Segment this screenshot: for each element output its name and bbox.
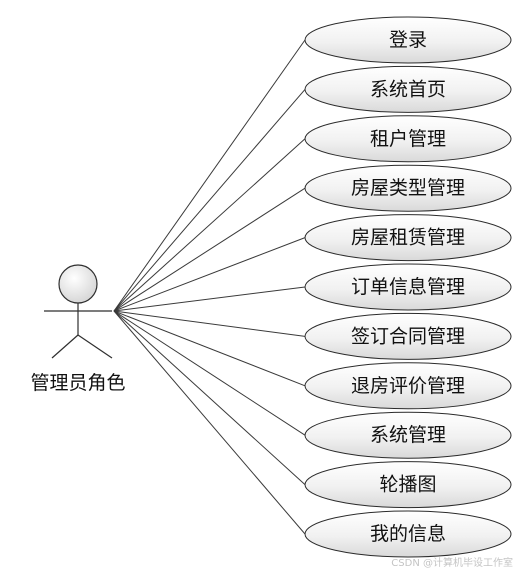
use-case: 系统首页 bbox=[304, 65, 512, 113]
use-case-ellipse bbox=[304, 312, 512, 360]
actor-label: 管理员角色 bbox=[30, 372, 125, 394]
use-case-ellipse bbox=[304, 115, 512, 163]
use-case-label: 签订合同管理 bbox=[351, 325, 465, 347]
use-case: 退房评价管理 bbox=[304, 362, 512, 410]
association-line bbox=[113, 310, 306, 337]
actor-figure: 管理员角色 bbox=[30, 264, 126, 394]
use-case-label: 房屋类型管理 bbox=[351, 177, 465, 199]
use-case-label: 订单信息管理 bbox=[351, 276, 465, 298]
use-case-list: 登录系统首页租户管理房屋类型管理房屋租赁管理订单信息管理签订合同管理退房评价管理… bbox=[304, 16, 512, 558]
use-case: 系统管理 bbox=[304, 411, 512, 459]
association-line bbox=[113, 187, 306, 312]
association-line bbox=[113, 310, 306, 485]
use-case-ellipse bbox=[304, 214, 512, 262]
watermark: CSDN @计算机毕设工作室 bbox=[391, 556, 513, 569]
use-case: 房屋类型管理 bbox=[304, 164, 512, 212]
use-case-label: 登录 bbox=[389, 29, 427, 51]
association-line bbox=[113, 310, 306, 535]
use-case-ellipse bbox=[304, 411, 512, 459]
association-line bbox=[113, 237, 306, 312]
use-case: 轮播图 bbox=[304, 461, 512, 509]
association-line bbox=[113, 138, 306, 312]
use-case-label: 系统首页 bbox=[370, 78, 446, 100]
use-case: 订单信息管理 bbox=[304, 263, 512, 311]
use-case-ellipse bbox=[304, 461, 512, 509]
use-case-label: 房屋租赁管理 bbox=[351, 227, 465, 249]
association-line bbox=[113, 39, 306, 312]
use-case-label: 系统管理 bbox=[370, 424, 446, 446]
use-case-ellipse bbox=[304, 263, 512, 311]
use-case-label: 退房评价管理 bbox=[351, 375, 465, 397]
actor-head bbox=[58, 264, 98, 304]
actor-left-leg bbox=[51, 334, 79, 359]
use-case: 租户管理 bbox=[304, 115, 512, 163]
actor-right-leg bbox=[77, 334, 113, 359]
association-lines bbox=[113, 39, 306, 535]
use-case-label: 轮播图 bbox=[379, 474, 436, 496]
use-case-label: 租户管理 bbox=[370, 128, 446, 150]
use-case-ellipse bbox=[304, 164, 512, 212]
association-line bbox=[113, 310, 306, 436]
association-line bbox=[113, 310, 306, 387]
use-case-ellipse bbox=[304, 65, 512, 113]
use-case: 房屋租赁管理 bbox=[304, 214, 512, 262]
use-case: 签订合同管理 bbox=[304, 312, 512, 360]
use-case: 我的信息 bbox=[304, 510, 512, 558]
use-case: 登录 bbox=[304, 16, 512, 64]
use-case-ellipse bbox=[304, 362, 512, 410]
use-case-ellipse bbox=[304, 16, 512, 64]
association-line bbox=[113, 89, 306, 312]
association-line bbox=[113, 286, 306, 312]
use-case-ellipse bbox=[304, 510, 512, 558]
use-case-label: 我的信息 bbox=[370, 523, 446, 545]
